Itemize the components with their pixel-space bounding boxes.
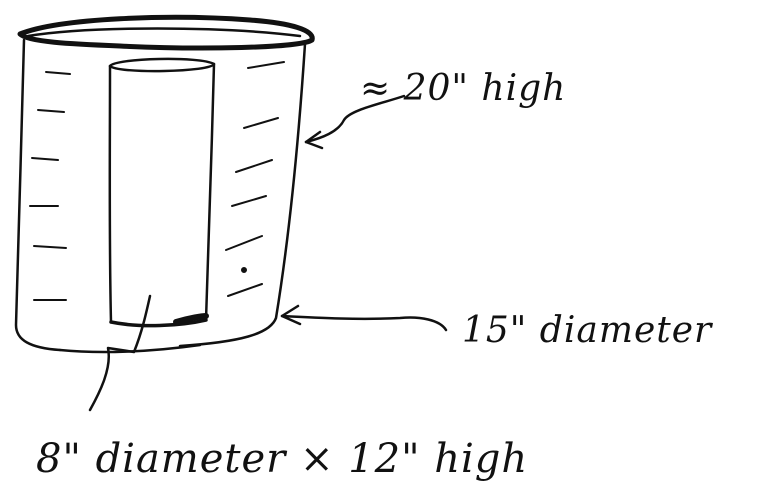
inner-cylinder-right bbox=[204, 62, 216, 322]
height-arrowhead bbox=[304, 130, 324, 150]
shading-left bbox=[29, 71, 71, 301]
height-annotation: ≈ 20" high bbox=[360, 68, 566, 109]
inner-cylinder-left bbox=[108, 64, 113, 324]
inner-cylinder-shadow bbox=[173, 313, 209, 325]
inner-cylinder bbox=[108, 57, 216, 328]
diameter-leader-arrow bbox=[280, 314, 448, 332]
inner-cylinder-annotation: 8" diameter × 12" high bbox=[36, 436, 528, 482]
container-left-wall bbox=[14, 38, 62, 352]
shading-right bbox=[225, 61, 285, 297]
container-rim-inner bbox=[26, 27, 302, 38]
leader-lines bbox=[88, 94, 448, 412]
container-rim bbox=[17, 14, 315, 51]
container-right-wall bbox=[178, 42, 307, 348]
inner-cylinder-top bbox=[108, 57, 216, 73]
inner-cylinder-bottom bbox=[109, 318, 208, 328]
inner-leader-line bbox=[88, 294, 152, 412]
diameter-arrowhead bbox=[280, 304, 302, 326]
diameter-annotation: 15" diameter bbox=[462, 310, 713, 351]
height-leader-arrow bbox=[304, 94, 406, 144]
outer-container bbox=[14, 14, 315, 354]
